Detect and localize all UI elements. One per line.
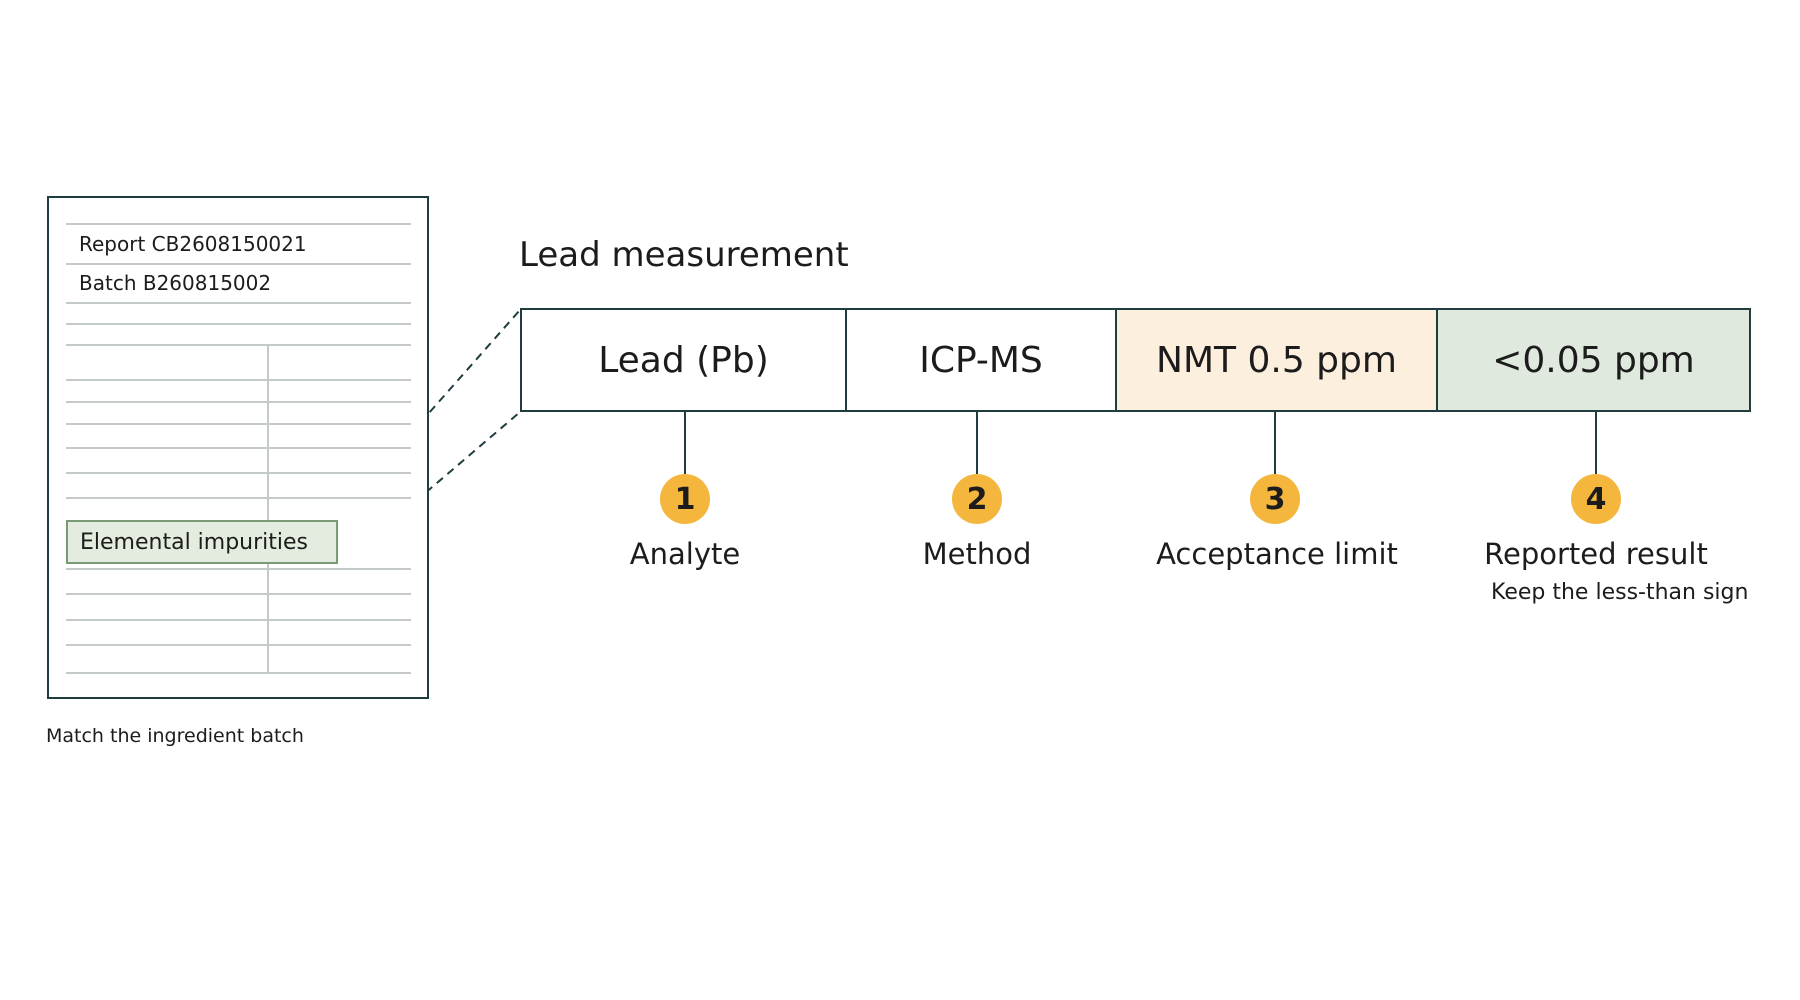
section-title: Lead measurement xyxy=(519,235,849,275)
callout-badge-2: 2 xyxy=(952,474,1002,524)
callout-badge-4: 4 xyxy=(1571,474,1621,524)
doc-rule xyxy=(66,401,411,403)
doc-rule xyxy=(66,379,411,381)
doc-rule xyxy=(66,223,411,225)
callout-badge-1: 1 xyxy=(660,474,710,524)
doc-rule xyxy=(66,344,411,346)
doc-rule xyxy=(66,497,411,499)
acceptance-limit-cell: NMT 0.5 ppm xyxy=(1115,310,1436,410)
doc-rule xyxy=(66,593,411,595)
doc-rule xyxy=(66,672,411,674)
zoom-line-bottom xyxy=(340,411,521,566)
callout-label-acceptance-limit: Acceptance limit xyxy=(1156,537,1398,571)
doc-rule xyxy=(66,263,411,265)
doc-column-divider xyxy=(267,344,269,520)
elemental-impurities-label: Elemental impurities xyxy=(80,530,309,555)
doc-rule xyxy=(66,644,411,646)
method-cell: ICP-MS xyxy=(845,310,1115,410)
callout-note-less-than: Keep the less-than sign xyxy=(1491,580,1749,605)
callout-label-method: Method xyxy=(922,537,1032,571)
measurement-record: Lead (Pb) ICP-MS NMT 0.5 ppm <0.05 ppm xyxy=(520,308,1751,412)
reported-result-cell: <0.05 ppm xyxy=(1436,310,1749,410)
callout-label-analyte: Analyte xyxy=(629,537,741,571)
callout-label-reported-result: Reported result xyxy=(1484,537,1708,571)
doc-rule xyxy=(66,423,411,425)
doc-rule xyxy=(66,302,411,304)
doc-rule xyxy=(66,447,411,449)
doc-rule xyxy=(66,619,411,621)
doc-rule xyxy=(66,323,411,325)
report-number: Report CB2608150021 xyxy=(79,232,307,256)
batch-number: Batch B260815002 xyxy=(79,271,272,295)
callout-badge-3: 3 xyxy=(1250,474,1300,524)
doc-column-divider xyxy=(267,564,269,672)
report-document: Report CB2608150021 Batch B260815002 Ele… xyxy=(47,196,429,699)
doc-rule xyxy=(66,568,411,570)
elemental-impurities-row: Elemental impurities xyxy=(66,520,338,564)
doc-rule xyxy=(66,472,411,474)
document-caption: Match the ingredient batch xyxy=(46,725,304,747)
analyte-cell: Lead (Pb) xyxy=(598,339,769,381)
